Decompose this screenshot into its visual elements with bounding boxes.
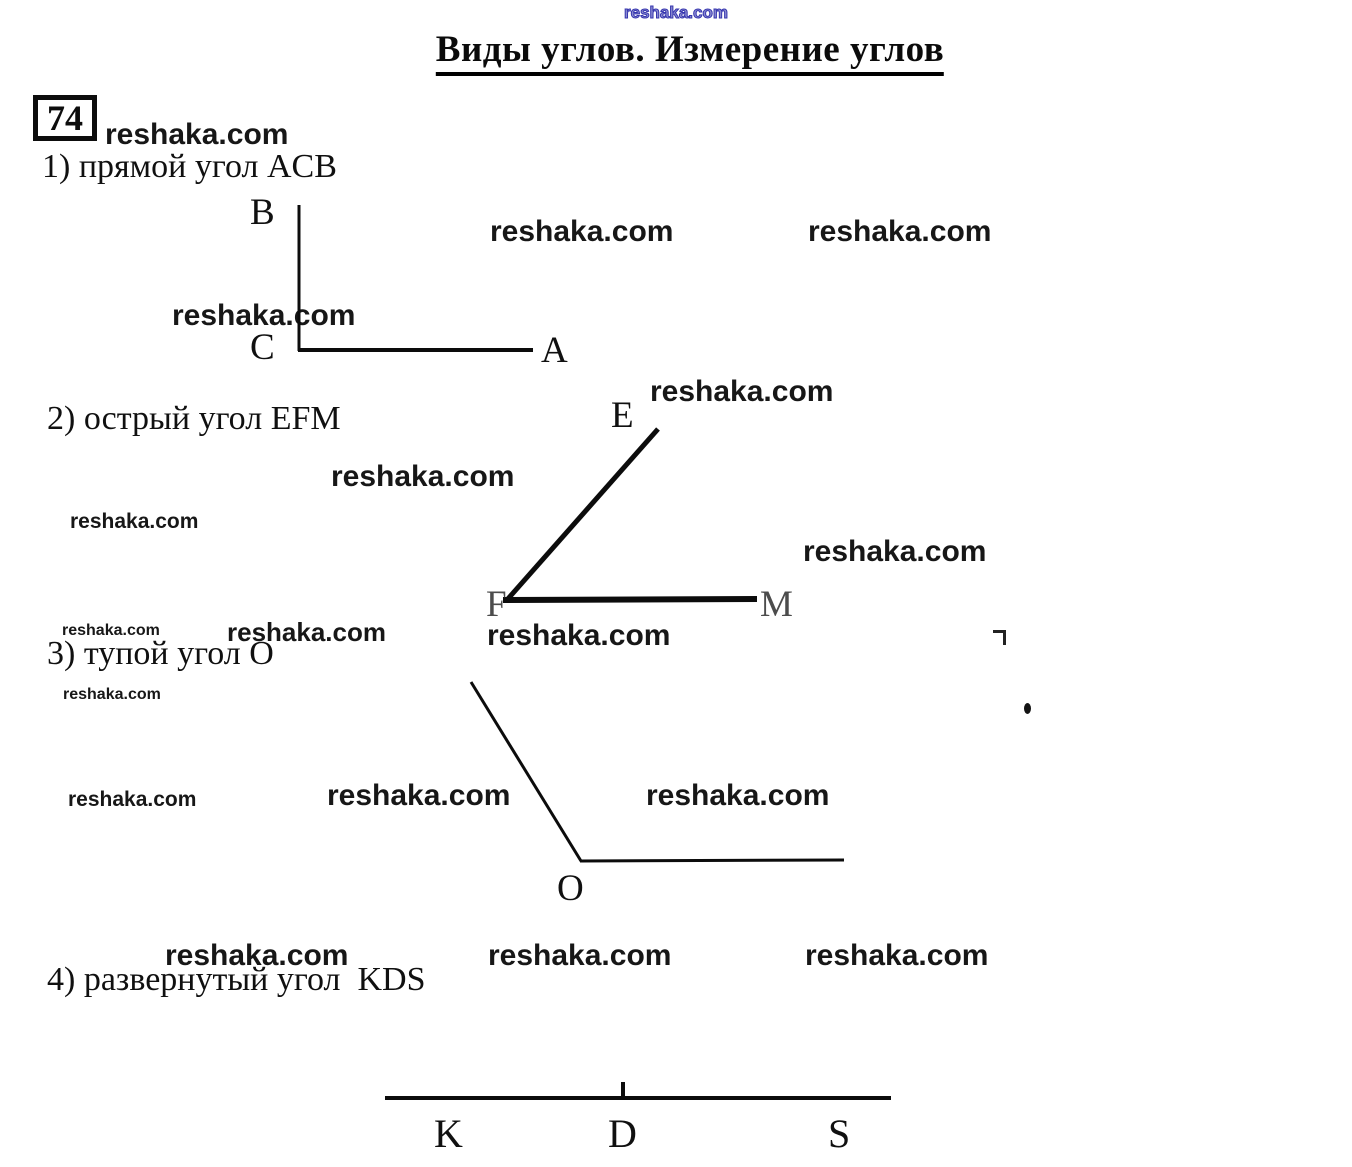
watermark: reshaka.com (227, 617, 386, 647)
section-1-label: 1) прямой угол ACB (42, 148, 337, 185)
acute-angle-ray-fe (504, 427, 660, 603)
page-title: Виды углов. Измерение углов (435, 28, 945, 76)
watermark: reshaka.com (650, 375, 834, 408)
watermark: reshaka.com (63, 686, 161, 703)
watermark: reshaka.com (487, 619, 671, 652)
point-label-s: S (828, 1111, 851, 1156)
point-label-b: B (250, 192, 275, 233)
watermark: reshaka.com (327, 779, 511, 812)
point-label-f: F (486, 584, 507, 625)
watermark: reshaka.com (808, 215, 992, 248)
obtuse-angle-ray-right (579, 858, 845, 863)
section-3-label: 3) тупой угол О (47, 635, 274, 672)
point-label-o: O (557, 868, 584, 909)
watermark: reshaka.com (805, 939, 989, 972)
watermark: reshaka.com (803, 535, 987, 568)
scan-artifact-corner (993, 630, 1006, 645)
watermark: reshaka.com (105, 118, 289, 151)
watermark: reshaka.com (331, 460, 515, 493)
watermark: reshaka.com (165, 939, 349, 972)
obtuse-angle-figure (469, 681, 845, 863)
problem-number: 74 (47, 98, 83, 138)
point-label-d: D (608, 1111, 637, 1156)
watermark: reshaka.com (488, 939, 672, 972)
watermark: reshaka.com (172, 299, 356, 332)
watermark: reshaka.com (68, 788, 197, 811)
section-4-label: 4) развернутый угол KDS (47, 961, 426, 998)
watermark: reshaka.com (70, 510, 199, 533)
watermark: reshaka.com (490, 215, 674, 248)
scan-artifact-dot (1024, 703, 1031, 714)
point-label-e: E (611, 395, 634, 436)
site-watermark-top: reshaka.com (624, 3, 729, 22)
section-2-label: 2) острый угол EFM (47, 400, 341, 437)
point-label-a: A (541, 330, 568, 371)
problem-number-box: 74 (33, 95, 97, 141)
straight-angle-figure (385, 1082, 891, 1100)
watermark: reshaka.com (62, 622, 160, 639)
acute-angle-ray-fm (502, 596, 758, 603)
point-label-m: M (760, 584, 793, 625)
point-label-k: K (434, 1111, 463, 1156)
acute-angle-figure (502, 427, 758, 603)
right-angle-figure (297, 205, 533, 352)
point-label-c: C (250, 327, 275, 368)
watermark: reshaka.com (646, 779, 830, 812)
obtuse-angle-ray-upper (469, 681, 583, 862)
